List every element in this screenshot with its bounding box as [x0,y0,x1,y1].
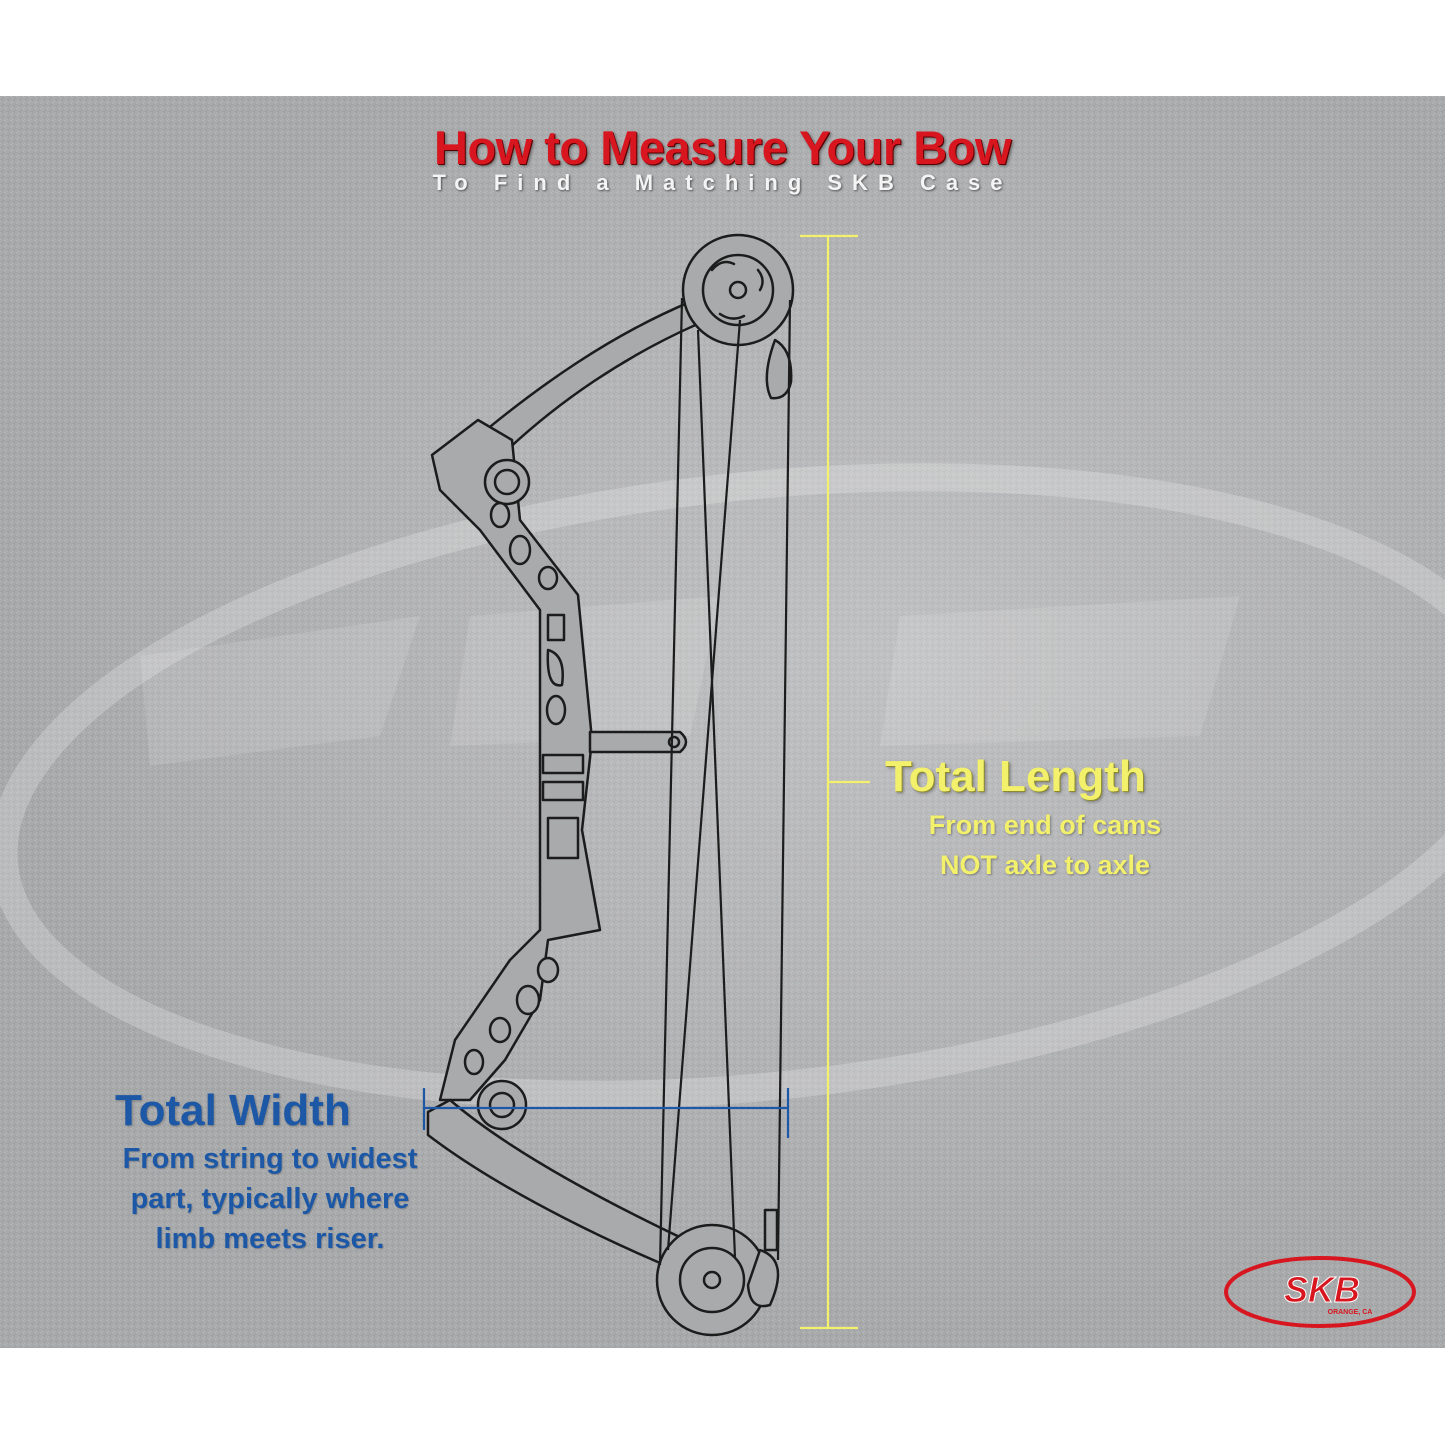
riser [430,418,602,1102]
total-width-heading: Total Width [115,1086,351,1135]
total-length-note-line-2: NOT axle to axle [939,850,1151,880]
total-length-note-line-1: From end of cams [928,810,1162,840]
total-width-note-line-2: part, typically where [130,1183,410,1215]
page-title: How to Measure Your Bow [434,121,1011,174]
bowstring [658,297,792,1266]
page-subtitle: To Find a Matching SKB Case [432,170,1013,195]
total-length-heading: Total Length [885,752,1146,801]
total-width-note-line-3: limb meets riser. [155,1223,385,1255]
arrow-rest [588,730,688,754]
skb-logo: SKB ORANGE, CA [1224,1256,1416,1328]
svg-text:ORANGE, CA: ORANGE, CA [1328,1309,1373,1316]
svg-text:SKB: SKB [1284,1269,1360,1310]
total-width-dimension [422,1088,790,1138]
total-width-note-line-1: From string to widest [122,1143,418,1175]
total-length-dimension [800,234,870,1330]
